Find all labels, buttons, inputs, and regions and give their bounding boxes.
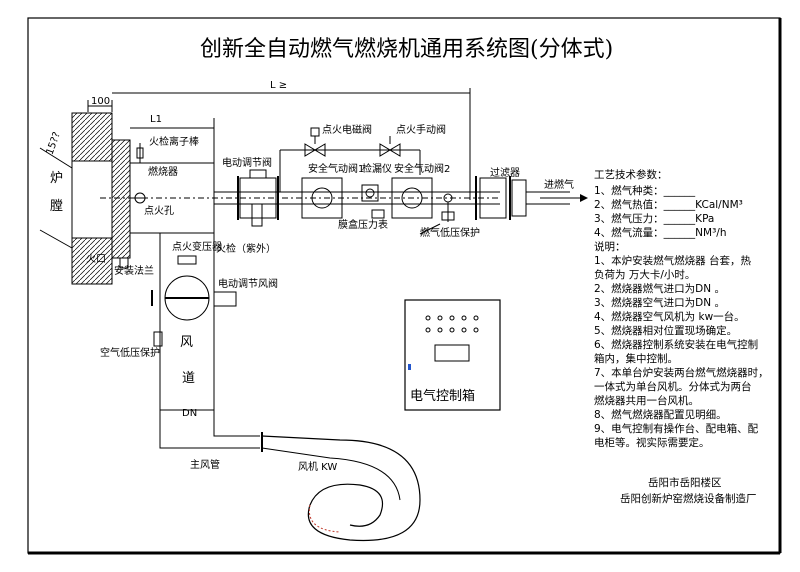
specs-block: 工艺技术参数： 1、燃气种类：______ 2、燃气热值：______KCal/… [594, 168, 769, 449]
control-box-label: 电气控制箱 [410, 388, 475, 404]
notes-heading: 说明： [594, 240, 626, 253]
dim-100: 100 [91, 96, 110, 107]
bellows-gauge-label: 膜盒压力表 [338, 218, 388, 231]
ion-rod-label: 火检离子棒 [149, 135, 199, 148]
main-duct-label: 主风管 [190, 458, 220, 471]
ignition-hole-label: 点火孔 [144, 205, 174, 217]
dim-l1: L1 [150, 114, 162, 125]
company-line1: 岳阳市岳阳楼区 [648, 476, 722, 489]
gas-train: 电动调节阀 点火电磁阀 点火手动阀 安全气动阀1 检漏仪 膜盒压力表 安全气动阀… [214, 123, 588, 239]
safety2-label: 安全气动阀2 [394, 162, 450, 175]
note-line: 2、燃烧器燃气进口为DN 。 [594, 282, 725, 295]
leak-check-label: 检漏仪 [362, 162, 392, 175]
air-duct: 点火变压器 火检（紫外） 电动调节风阀 空气低压保护 风 道 DN 主风管 风机… [100, 233, 421, 542]
air-low-protect-label: 空气低压保护 [100, 346, 160, 359]
ign-manual-label: 点火手动阀 [396, 123, 446, 136]
filter-label: 过滤器 [490, 166, 520, 179]
spec-line: 4、燃气流量：______NM³/h [594, 226, 727, 239]
note-line: 电柜等。视实际需要定。 [594, 436, 710, 449]
flame-detector-label: 火检（紫外） [216, 242, 276, 255]
duct-label-b: 道 [182, 371, 195, 386]
furnace-label-a: 炉 [50, 171, 63, 186]
dim-l: L ≥ [270, 80, 287, 91]
note-line: 箱内，集中控制。 [594, 352, 678, 365]
gas-low-protect-label: 燃气低压保护 [420, 226, 480, 239]
fan-label: 风机 KW [298, 460, 337, 473]
note-line: 4、燃烧器空气风机为 kw一台。 [594, 310, 745, 323]
note-line: 负荷为 万大卡/小时。 [594, 268, 695, 281]
spec-line: 3、燃气压力：______KPa [594, 212, 714, 225]
spec-line: 1、燃气种类：______ [594, 184, 696, 197]
gas-in-label: 进燃气 [544, 178, 574, 191]
duct-label-a: 风 [180, 335, 193, 350]
note-line: 一体式为单台风机。分体式为两台 [594, 380, 752, 393]
diagram-title: 创新全自动燃气燃烧机通用系统图(分体式) [200, 37, 613, 62]
note-line: 3、燃烧器空气进口为DN 。 [594, 296, 725, 309]
note-line: 1、本炉安装燃气燃烧器 台套，热 [594, 254, 752, 267]
ign-solenoid-label: 点火电磁阀 [322, 123, 372, 136]
company-line2: 岳阳创新炉窑燃烧设备制造厂 [620, 492, 757, 505]
burner-label: 燃烧器 [148, 165, 178, 178]
dim-angle: 15?? [45, 131, 63, 157]
note-line: 8、燃气燃烧器配置见明细。 [594, 408, 727, 421]
ign-transformer-label: 点火变压器 [172, 240, 222, 253]
safety1-label: 安全气动阀1 [308, 162, 364, 175]
reg-valve-label: 电动调节阀 [222, 156, 272, 169]
control-box: 电气控制箱 [404, 299, 501, 411]
dn-label: DN [182, 408, 197, 419]
note-line: 燃烧器共用一台风机。 [594, 394, 699, 407]
specs-heading: 工艺技术参数： [594, 168, 668, 181]
note-line: 5、燃烧器相对位置现场确定。 [594, 324, 737, 337]
flange-label: 安装法兰 [114, 264, 154, 277]
air-damper-label: 电动调节风阀 [218, 277, 278, 290]
burner-body: 火检离子棒 燃烧器 点火孔 火口 安装法兰 [86, 135, 500, 277]
note-line: 6、燃烧器控制系统安装在电气控制 [594, 338, 758, 351]
note-line: 9、电气控制有操作台、配电箱、配 [594, 422, 759, 435]
spec-line: 2、燃气热值：______KCal/NM³ [594, 198, 743, 211]
furnace-label-b: 膛 [50, 199, 63, 214]
fire-port-label: 火口 [86, 253, 106, 265]
note-line: 7、本单台炉安装两台燃气燃烧器时， [594, 366, 769, 379]
